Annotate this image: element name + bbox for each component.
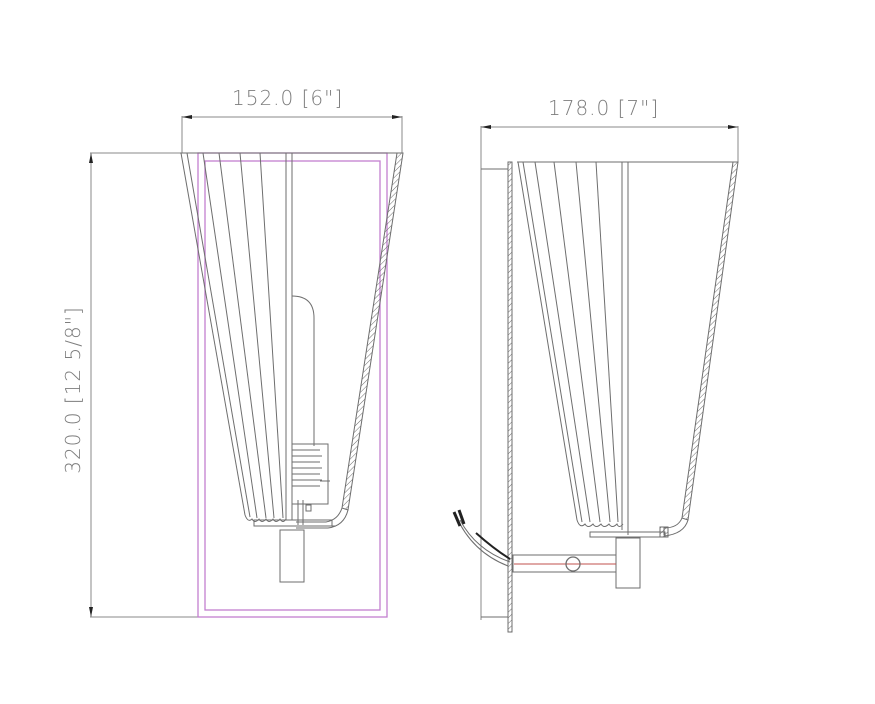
- side-depth-dimension: [480, 125, 739, 620]
- side-view: [452, 125, 739, 633]
- height-label: 320.0 [12 5/8"]: [61, 306, 85, 474]
- wall-plate: [481, 161, 513, 633]
- height-dimension: [89, 152, 200, 618]
- socket: [291, 443, 330, 525]
- mounting-arm: [512, 554, 617, 573]
- power-wires: [452, 509, 511, 567]
- front-base: [253, 519, 336, 583]
- side-base: [589, 531, 666, 589]
- front-view: [89, 115, 404, 618]
- side-shade: [517, 161, 739, 538]
- bulb: [291, 295, 315, 446]
- front-width-dimension: [181, 115, 403, 153]
- side-depth-label: 178.0 [7"]: [548, 96, 660, 120]
- front-width-label: 152.0 [6"]: [232, 86, 344, 110]
